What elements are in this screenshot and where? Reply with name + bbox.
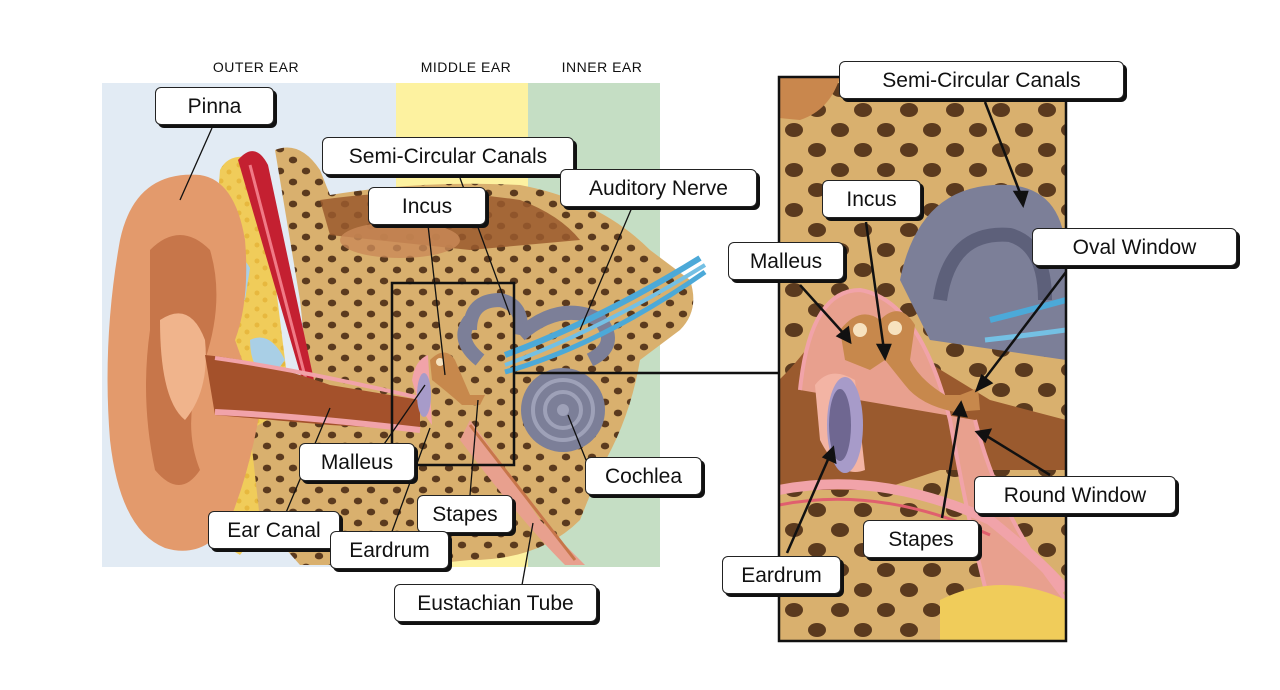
detail-stapes-label: Stapes (863, 520, 979, 558)
detail-oval-window-label: Oval Window (1032, 228, 1237, 266)
inner-ear-title: INNER EAR (561, 59, 643, 75)
ear-canal-shape (205, 355, 420, 430)
detail-incus-label: Incus (822, 180, 921, 218)
malleus-label: Malleus (299, 443, 415, 481)
auditory-nerve-shape (503, 255, 707, 375)
semi-circular-canals-label: Semi-Circular Canals (322, 137, 574, 175)
pinna-label: Pinna (155, 87, 274, 125)
eustachian-tube-label: Eustachian Tube (394, 584, 597, 622)
outer-ear-title: OUTER EAR (212, 59, 300, 75)
stapes-label: Stapes (417, 495, 513, 533)
eustachian-tube-shape (460, 420, 585, 565)
detail-round-window-label: Round Window (974, 476, 1176, 514)
ear-canal-label: Ear Canal (208, 511, 340, 549)
detail-malleus-label: Malleus (728, 242, 844, 280)
detail-semi-circular-canals-label: Semi-Circular Canals (839, 61, 1124, 99)
eardrum-label: Eardrum (330, 531, 449, 569)
semi-circular-canals-shape (457, 292, 615, 367)
cochlea-shape (521, 368, 605, 452)
auditory-nerve-label: Auditory Nerve (560, 169, 757, 207)
cochlea-label: Cochlea (585, 457, 702, 495)
incus-label: Incus (368, 187, 486, 225)
detail-eardrum-label: Eardrum (722, 556, 841, 594)
middle-ear-title: MIDDLE EAR (420, 59, 512, 75)
detail-leader-lines (785, 101, 1067, 554)
